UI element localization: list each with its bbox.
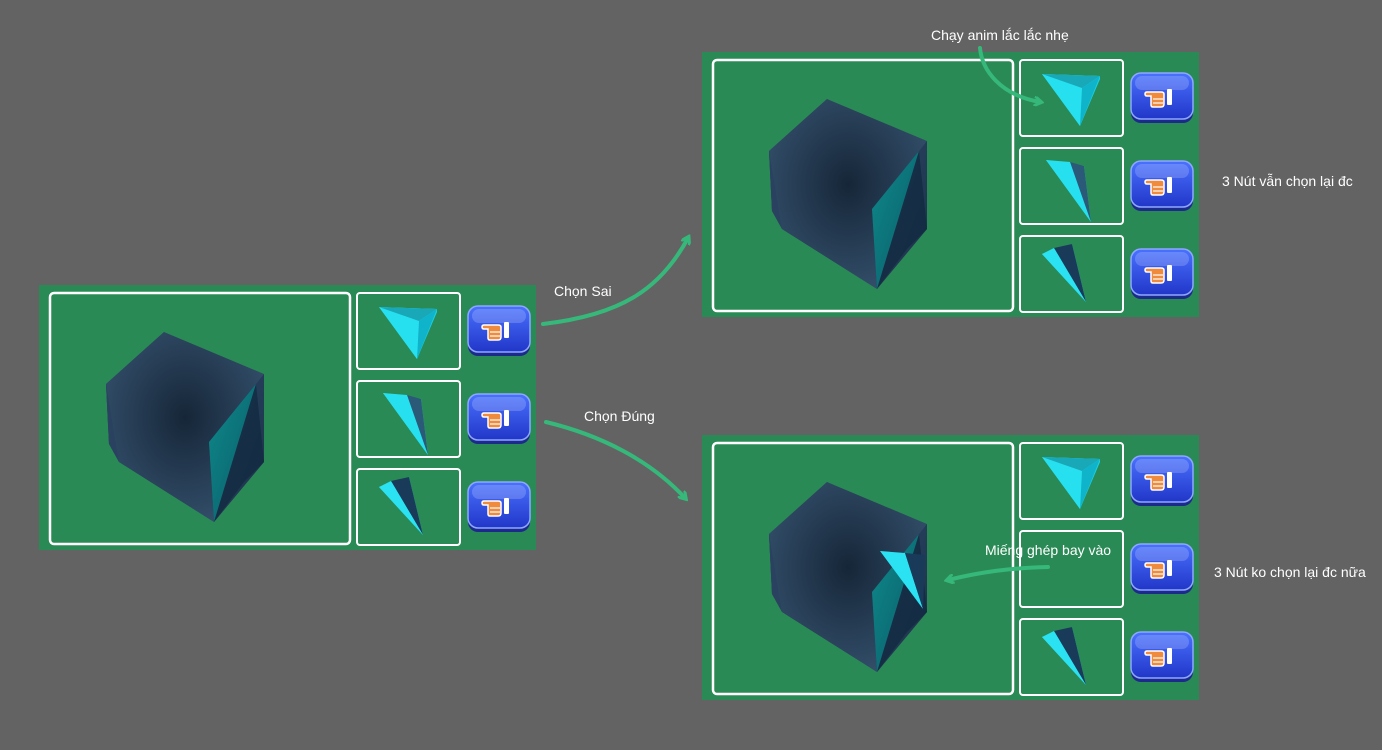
initial-state-panel xyxy=(39,285,536,550)
select-option-3-button[interactable] xyxy=(1130,631,1194,683)
right-choice-panel xyxy=(702,435,1199,700)
buttons-not-selectable-label: 3 Nút ko chọn lại đc nữa xyxy=(1214,564,1366,580)
placed-piece-icon xyxy=(880,551,925,609)
piece-fly-arrow xyxy=(948,565,1050,580)
wrong-choice-panel xyxy=(702,52,1199,317)
piece-flies-in-label: Miếng ghép bay vào xyxy=(985,542,1112,558)
shake-anim-arrow xyxy=(978,46,1040,102)
select-option-2-button[interactable] xyxy=(467,393,531,445)
select-option-1-button[interactable] xyxy=(1130,72,1194,124)
select-option-1-button[interactable] xyxy=(467,305,531,357)
select-option-3-button[interactable] xyxy=(1130,248,1194,300)
wrong-choice-label: Chọn Sai xyxy=(554,283,612,299)
puzzle-board-frame xyxy=(711,58,1015,313)
buttons-still-selectable-label: 3 Nút vẫn chọn lại đc xyxy=(1222,173,1353,189)
puzzle-board-frame xyxy=(48,291,352,546)
shake-anim-label: Chạy anim lắc lắc nhẹ xyxy=(931,27,1069,43)
select-option-3-button[interactable] xyxy=(467,481,531,533)
right-choice-arrow xyxy=(544,420,685,498)
select-option-1-button[interactable] xyxy=(1130,455,1194,507)
right-choice-label: Chọn Đúng xyxy=(584,408,655,424)
select-option-2-button[interactable] xyxy=(1130,543,1194,595)
wrong-choice-arrow xyxy=(541,238,688,326)
select-option-2-button[interactable] xyxy=(1130,160,1194,212)
